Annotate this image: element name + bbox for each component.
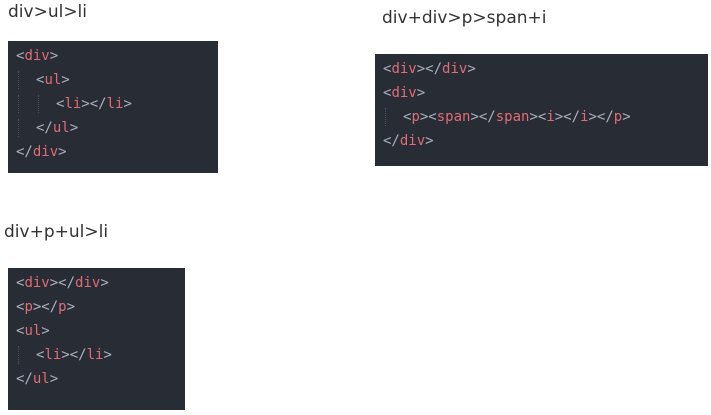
punctuation-token: >: [123, 96, 132, 112]
tag-name-token: div: [32, 144, 59, 160]
tag-name-token: div: [391, 85, 417, 101]
punctuation-token: <: [403, 109, 412, 125]
punctuation-token: ></: [416, 61, 443, 77]
indent-guide: [16, 68, 36, 92]
tag-name-token: span: [495, 109, 530, 125]
tag-name-token: i: [546, 109, 555, 125]
punctuation-token: ></: [470, 109, 496, 125]
tag-name-token: span: [436, 109, 471, 125]
code-snippet-2: <div></div><div><p><span></span><i></i><…: [375, 54, 708, 166]
tag-name-token: li: [64, 96, 82, 112]
punctuation-token: >: [49, 48, 59, 64]
tag-name-token: div: [24, 48, 50, 64]
punctuation-token: ></: [49, 275, 76, 291]
punctuation-token: </: [36, 120, 53, 136]
punctuation-token: ><: [419, 109, 437, 125]
punctuation-token: >: [61, 72, 70, 88]
punctuation-token: </: [383, 133, 400, 149]
punctuation-token: <: [16, 275, 25, 291]
tag-name-token: p: [58, 299, 67, 315]
punctuation-token: >: [425, 133, 434, 149]
tag-name-token: ul: [24, 323, 42, 339]
punctuation-token: <: [36, 72, 45, 88]
punctuation-token: ></: [588, 109, 614, 125]
tag-name-token: li: [106, 96, 124, 112]
tag-name-token: ul: [44, 72, 62, 88]
tag-name-token: li: [86, 347, 104, 363]
code-line: <p></p>: [8, 295, 185, 319]
punctuation-token: <: [36, 347, 45, 363]
punctuation-token: ><: [529, 109, 547, 125]
punctuation-token: <: [383, 85, 392, 101]
tag-name-token: i: [580, 109, 589, 125]
punctuation-token: <: [383, 61, 392, 77]
punctuation-token: >: [58, 144, 67, 160]
indent-guide: [16, 116, 36, 140]
punctuation-token: </: [16, 144, 33, 160]
punctuation-token: >: [69, 120, 79, 136]
code-line: <li></li>: [8, 343, 185, 367]
tag-name-token: p: [24, 299, 33, 315]
tag-name-token: div: [391, 61, 417, 77]
code-snippet-1: <div><ul><li></li></ul></div>: [8, 41, 218, 173]
tag-name-token: div: [75, 275, 101, 291]
code-line: <div>: [8, 44, 218, 68]
code-line: </div>: [375, 129, 708, 153]
punctuation-token: >: [103, 347, 112, 363]
punctuation-token: >: [100, 275, 109, 291]
code-line: <div>: [375, 81, 708, 105]
code-line: <div></div>: [375, 57, 708, 81]
code-line: <p><span></span><i></i></p>: [375, 105, 708, 129]
code-line: <li></li>: [8, 92, 218, 116]
example-caption-2: div+div>p>span+i: [382, 8, 547, 28]
punctuation-token: <: [16, 299, 25, 315]
indent-guide: [36, 92, 56, 116]
punctuation-token: ></: [61, 347, 87, 363]
indent-guide: [16, 343, 36, 367]
indent-guide: [383, 105, 403, 129]
punctuation-token: >: [416, 85, 426, 101]
tag-name-token: ul: [32, 371, 50, 387]
code-line: </ul>: [8, 116, 218, 140]
punctuation-token: <: [16, 48, 25, 64]
tag-name-token: p: [411, 109, 420, 125]
punctuation-token: <: [56, 96, 65, 112]
punctuation-token: </: [16, 371, 33, 387]
punctuation-token: >: [467, 61, 476, 77]
indent-guide: [16, 92, 36, 116]
example-caption-1: div>ul>li: [8, 2, 88, 22]
tag-name-token: div: [442, 61, 468, 77]
punctuation-token: >: [622, 109, 631, 125]
tag-name-token: li: [44, 347, 62, 363]
tag-name-token: div: [24, 275, 50, 291]
code-line: <ul>: [8, 319, 185, 343]
code-snippet-3: <div></div><p></p><ul><li></li></ul>: [8, 268, 185, 410]
punctuation-token: <: [16, 323, 25, 339]
example-caption-3: div+p+ul>li: [4, 222, 109, 242]
code-line: <ul>: [8, 68, 218, 92]
punctuation-token: ></: [81, 96, 107, 112]
tag-name-token: ul: [52, 120, 70, 136]
code-line: <div></div>: [8, 271, 185, 295]
punctuation-token: >: [49, 371, 59, 387]
punctuation-token: >: [41, 323, 50, 339]
code-line: </div>: [8, 140, 218, 164]
tag-name-token: div: [399, 133, 426, 149]
punctuation-token: ></: [554, 109, 581, 125]
punctuation-token: >: [66, 299, 76, 315]
code-line: </ul>: [8, 367, 185, 391]
punctuation-token: ></: [32, 299, 59, 315]
tag-name-token: p: [613, 109, 623, 125]
